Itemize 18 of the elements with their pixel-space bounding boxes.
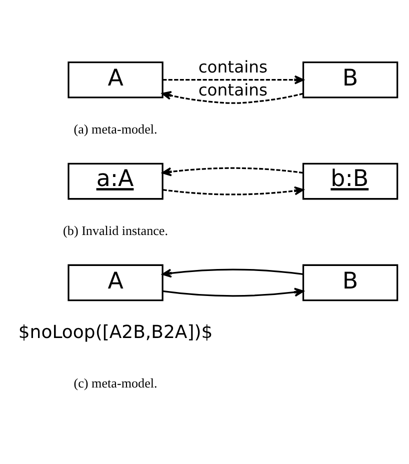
arrow bbox=[162, 186, 304, 196]
edge-label: contains bbox=[198, 57, 268, 76]
label: (a) meta-model. bbox=[74, 122, 158, 137]
label: (b) Invalid instance. bbox=[63, 223, 168, 238]
label: (c) meta-model. bbox=[74, 375, 158, 390]
arrow bbox=[162, 288, 304, 297]
label: $noLoop([A2B,B2A])$ bbox=[18, 322, 213, 344]
arrow bbox=[162, 91, 304, 104]
node-box: a:A bbox=[68, 162, 164, 200]
arrow bbox=[162, 167, 304, 176]
node-box: B bbox=[302, 61, 398, 98]
node-box: A bbox=[68, 61, 164, 98]
node-box: b:B bbox=[302, 162, 398, 200]
node-box: A bbox=[68, 264, 164, 302]
node-box: B bbox=[302, 264, 398, 302]
arrow bbox=[162, 268, 304, 278]
edge-label: contains bbox=[198, 80, 268, 100]
arrow bbox=[162, 75, 304, 84]
